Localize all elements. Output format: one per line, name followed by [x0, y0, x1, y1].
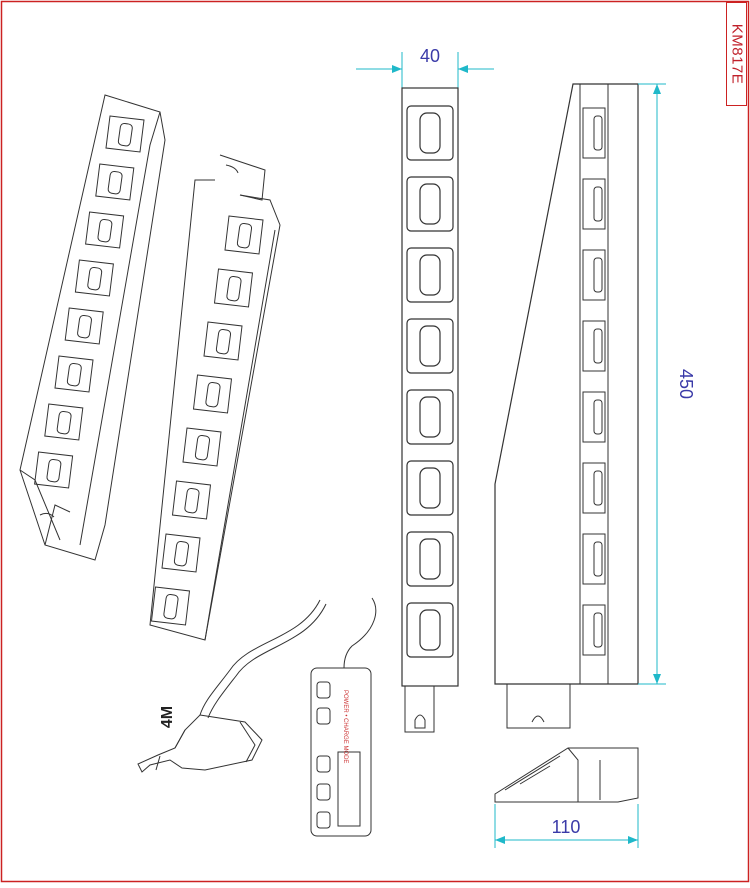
controller-button: [316, 707, 331, 725]
side-slot-port: [593, 612, 603, 648]
front-slot-port: [419, 538, 441, 580]
controller-button: [316, 681, 331, 699]
side-slot-port: [593, 470, 603, 506]
iso1-slot-port: [46, 458, 62, 483]
controller-mode-label: POWER • CHARGE MODE: [342, 690, 348, 763]
iso1-slot-port: [56, 410, 72, 435]
iso2-slot: [161, 533, 201, 573]
side-slot-port: [593, 541, 603, 577]
front-slot-group: [406, 105, 454, 658]
side-slot-port: [593, 257, 603, 293]
car-plug-cable: 4M: [137, 599, 327, 773]
iso1-slot: [95, 163, 135, 201]
iso2-slot-port: [194, 434, 211, 461]
side-slot-group: [582, 107, 606, 656]
iso2-slot-port: [173, 540, 190, 567]
front-slot-port: [419, 112, 441, 154]
iso2-slot-port: [236, 222, 253, 249]
height-dimension-label: 450: [676, 369, 696, 399]
iso2-slot: [213, 268, 254, 308]
iso1-slot: [64, 307, 104, 345]
iso2-slot-port: [205, 381, 221, 408]
isometric-view-middle: [149, 154, 281, 641]
side-slot-port: [593, 115, 603, 151]
product-code-box: KM817E: [726, 2, 747, 106]
front-slot-port: [419, 183, 441, 225]
front-slot: [406, 602, 454, 658]
iso1-slot-group: [34, 115, 145, 489]
front-slot: [406, 247, 454, 303]
iso1-slot-port: [107, 170, 123, 195]
iso2-slot: [224, 215, 264, 255]
side-slot: [582, 462, 606, 514]
iso1-slot: [44, 403, 84, 441]
front-view: 40: [356, 46, 494, 733]
controller-unit: POWER • CHARGE MODE: [310, 597, 377, 837]
side-slot: [582, 533, 606, 585]
side-slot-port: [593, 328, 603, 364]
iso1-slot: [85, 211, 125, 249]
front-slot-port: [419, 396, 441, 438]
side-slot: [582, 391, 606, 443]
iso2-slot-group: [150, 215, 264, 626]
front-slot: [406, 389, 454, 445]
iso2-slot-port: [215, 328, 232, 355]
front-slot: [406, 176, 454, 232]
front-slot-port: [419, 254, 441, 296]
base-view: [494, 747, 639, 803]
cable-length-label: 4M: [159, 706, 176, 728]
iso1-slot-port: [77, 314, 92, 339]
side-slot: [582, 107, 606, 159]
front-slot-port: [419, 325, 441, 367]
side-slot-port: [593, 399, 603, 435]
front-slot-port: [419, 609, 441, 651]
controller-button: [316, 755, 331, 773]
iso1-slot: [74, 259, 114, 297]
iso2-slot-port: [163, 593, 179, 620]
side-slot: [582, 249, 606, 301]
iso1-slot-port: [117, 122, 133, 147]
iso1-slot: [54, 355, 94, 393]
iso2-slot: [182, 427, 222, 467]
side-slot: [582, 178, 606, 230]
iso1-slot-port: [66, 362, 82, 387]
iso2-slot: [203, 321, 243, 361]
iso2-slot: [192, 374, 233, 414]
iso1-slot: [105, 115, 145, 153]
controller-button-group: [316, 681, 331, 829]
front-slot: [406, 318, 454, 374]
side-slot-port: [593, 186, 603, 222]
iso1-slot: [34, 451, 74, 489]
iso2-slot: [171, 480, 212, 520]
width-dimension-label: 40: [420, 46, 440, 66]
isometric-view-left: [19, 94, 166, 561]
controller-button: [316, 811, 331, 829]
front-slot-port: [419, 467, 441, 509]
iso1-slot-port: [87, 266, 103, 291]
iso1-slot-port: [97, 218, 113, 243]
controller-button: [316, 783, 331, 801]
front-slot: [406, 460, 454, 516]
side-slot: [582, 604, 606, 656]
front-slot: [406, 105, 454, 161]
iso2-slot-port: [226, 275, 242, 302]
side-slot: [582, 320, 606, 372]
front-slot: [406, 531, 454, 587]
depth-dimension: 110: [494, 804, 639, 848]
depth-dimension-label: 110: [552, 817, 581, 837]
side-view: 450: [494, 83, 696, 729]
iso2-slot: [150, 586, 191, 626]
iso2-slot-port: [184, 487, 200, 514]
product-code: KM817E: [728, 23, 745, 85]
